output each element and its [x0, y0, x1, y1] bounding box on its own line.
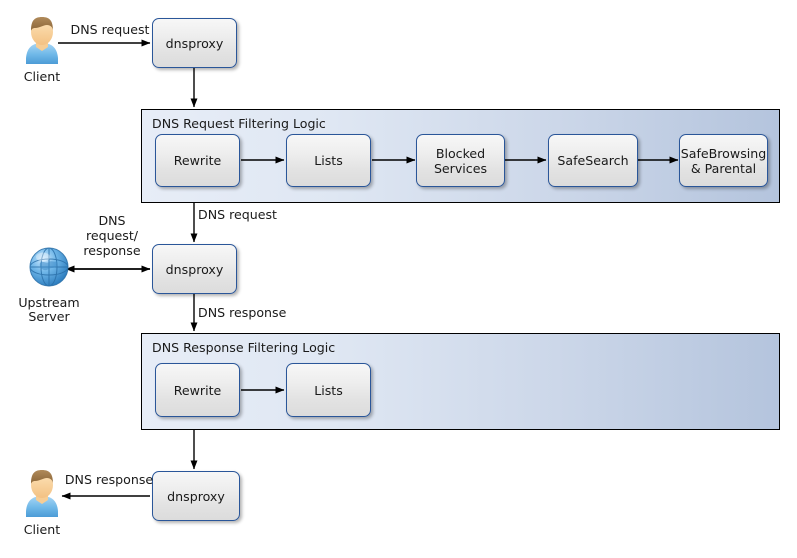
user-icon	[20, 467, 64, 521]
request-group-title: DNS Request Filtering Logic	[152, 116, 326, 131]
globe-icon	[24, 241, 74, 293]
dnsproxy-bottom-node[interactable]: dnsproxy	[152, 471, 240, 521]
client-bottom-label: Client	[23, 522, 61, 537]
stage-lists-request[interactable]: Lists	[286, 134, 371, 187]
dnsproxy-mid-node[interactable]: dnsproxy	[152, 244, 237, 294]
upstream-server-label: Upstream Server	[18, 295, 80, 324]
stage-safebrowsing-parental[interactable]: SafeBrowsing & Parental	[679, 134, 768, 187]
stage-lists-response[interactable]: Lists	[286, 363, 371, 417]
edge-label-client-to-proxy: DNS request	[70, 22, 150, 37]
stage-blocked-services[interactable]: Blocked Services	[416, 134, 505, 187]
edge-label-proxy-to-upstream: DNS request/ response	[83, 213, 141, 258]
user-icon	[20, 14, 64, 68]
stage-rewrite-request[interactable]: Rewrite	[155, 134, 240, 187]
dnsproxy-top-node[interactable]: dnsproxy	[152, 18, 237, 68]
edge-label-proxy-to-response-logic: DNS response	[198, 305, 287, 320]
stage-rewrite-response[interactable]: Rewrite	[155, 363, 240, 417]
dns-response-filtering-group: DNS Response Filtering Logic	[141, 333, 780, 430]
edge-label-request-logic-to-proxy: DNS request	[198, 207, 277, 222]
client-top-label: Client	[23, 69, 61, 84]
edge-label-proxy-to-client: DNS response	[64, 472, 154, 487]
stage-safesearch[interactable]: SafeSearch	[548, 134, 638, 187]
response-group-title: DNS Response Filtering Logic	[152, 340, 336, 355]
